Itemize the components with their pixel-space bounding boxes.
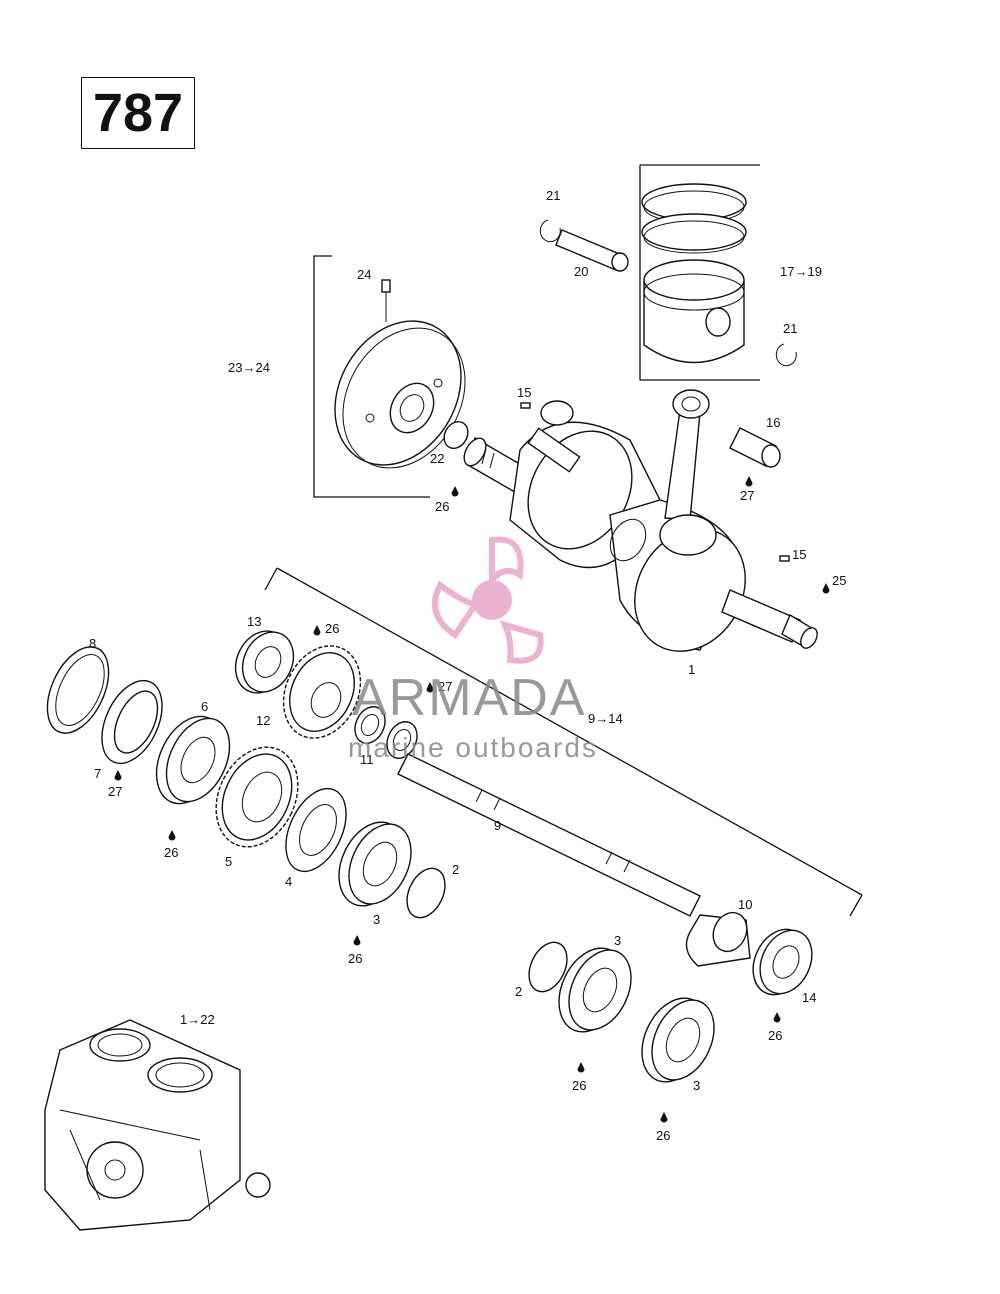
callout-5: 5: [225, 854, 232, 869]
seal-ring: [443, 420, 469, 450]
callout-9: 9: [494, 818, 501, 833]
callout-1: 1: [688, 662, 695, 677]
callout-9-14: 9→14: [588, 711, 623, 726]
shim-ring: [46, 646, 110, 734]
ball-bearing-6: [155, 715, 231, 805]
flywheel: [334, 320, 466, 469]
callout-27: 27: [108, 784, 122, 799]
callout-26: 26: [435, 499, 449, 514]
balance-shaft-bracket: [264, 567, 863, 917]
retaining-ring-left: [406, 867, 446, 919]
callout-labels: 21 20 17→19 21 24 23→24 15 16 22 27 26 1…: [89, 188, 846, 1143]
oil-seal: [101, 679, 163, 765]
callout-26: 26: [325, 621, 339, 636]
callout-14: 14: [802, 990, 816, 1005]
callout-11: 11: [360, 752, 374, 767]
callout-21: 21: [783, 321, 797, 336]
grease-fitting: [381, 279, 391, 322]
callout-17-19: 17→19: [780, 264, 822, 279]
callout-4: 4: [285, 874, 292, 889]
callout-8: 8: [89, 636, 96, 651]
piston: [643, 259, 745, 364]
needle-bearing: [729, 427, 781, 468]
callout-13: 13: [247, 614, 261, 629]
callout-25: 25: [832, 573, 846, 588]
balance-shaft: [397, 753, 701, 917]
callout-26: 26: [572, 1078, 586, 1093]
diagram-number-box: 787: [81, 77, 195, 149]
callout-15: 15: [792, 547, 806, 562]
callout-26: 26: [164, 845, 178, 860]
watermark-subtitle: marine outboards: [348, 732, 598, 763]
callout-10: 10: [738, 897, 752, 912]
callout-3: 3: [614, 933, 621, 948]
callout-16: 16: [766, 415, 780, 430]
callout-3: 3: [373, 912, 380, 927]
callout-26: 26: [348, 951, 362, 966]
diagram-number: 787: [92, 83, 184, 143]
ball-bearing-3-right: [641, 997, 715, 1083]
callout-23-24: 23→24: [228, 360, 270, 375]
balance-gear: [215, 746, 299, 848]
flywheel-group-bracket: [313, 255, 430, 498]
woodruff-key-2: [779, 555, 790, 562]
circlip-right: [775, 343, 797, 367]
engine-block-thumbnail: [44, 1019, 271, 1231]
ball-bearing-3-center: [558, 947, 632, 1033]
wrist-pin: [555, 229, 629, 272]
callout-12: 12: [256, 713, 270, 728]
callout-1-22: 1→22: [180, 1012, 215, 1027]
watermark-logo: [432, 536, 544, 664]
callout-7: 7: [94, 766, 101, 781]
ball-bearing-3-left: [338, 821, 412, 907]
callout-20: 20: [574, 264, 588, 279]
drive-gear: [282, 645, 362, 739]
circlip-upper: [539, 219, 561, 243]
callout-2: 2: [515, 984, 522, 999]
watermark-title: ARMADA: [352, 669, 587, 727]
ball-bearing-13: [234, 630, 295, 694]
thrust-washer: [285, 787, 347, 873]
retaining-ring-right: [528, 941, 568, 993]
woodruff-key-1: [520, 402, 531, 409]
callout-27: 27: [438, 679, 452, 694]
callout-27: 27: [740, 488, 754, 503]
callout-22: 22: [430, 451, 444, 466]
callout-15: 15: [517, 385, 531, 400]
callout-2: 2: [452, 862, 459, 877]
callout-24: 24: [357, 267, 371, 282]
callout-26: 26: [656, 1128, 670, 1143]
shaft-bearing-half: [685, 911, 751, 967]
callout-21: 21: [546, 188, 560, 203]
callout-3: 3: [693, 1078, 700, 1093]
piston-group-bracket: [639, 164, 760, 381]
ball-bearing-14: [752, 928, 813, 996]
callout-6: 6: [201, 699, 208, 714]
piston-rings: [641, 183, 747, 254]
small-bearings: [354, 706, 418, 759]
connecting-rod: [659, 389, 717, 556]
callout-26: 26: [768, 1028, 782, 1043]
lubrication-drops: [114, 476, 830, 1123]
